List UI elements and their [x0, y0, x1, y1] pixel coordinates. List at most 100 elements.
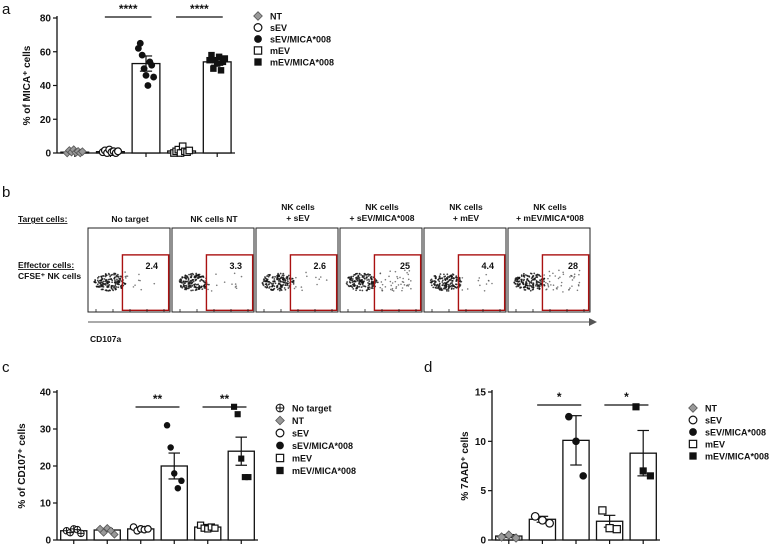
- legend-label: sEV: [292, 429, 309, 439]
- y-axis-label: % of MICA⁺ cells: [22, 45, 33, 125]
- flow-dot: [363, 275, 366, 277]
- flow-dot: [105, 284, 107, 286]
- flow-dot: [319, 276, 322, 278]
- open-circle-marker: [545, 518, 554, 528]
- flow-dot: [266, 275, 268, 277]
- flow-dot: [287, 274, 290, 277]
- data-point: [163, 422, 171, 429]
- flow-dot-cloud: [345, 269, 412, 292]
- flow-dot: [188, 280, 191, 283]
- flow-dot: [96, 277, 99, 279]
- flow-dot: [361, 289, 364, 292]
- flow-dot: [530, 285, 533, 288]
- flow-dot: [384, 286, 387, 288]
- flow-dot: [568, 288, 570, 291]
- flow-dot: [185, 284, 188, 287]
- flow-dot: [191, 281, 193, 284]
- flow-dot: [281, 278, 284, 281]
- flow-dot: [535, 279, 538, 282]
- flow-dot: [279, 272, 282, 275]
- filled-square-marker: [646, 472, 654, 480]
- data-point: [496, 532, 507, 542]
- flow-dot: [264, 280, 266, 283]
- flow-dot: [384, 278, 387, 281]
- flow-dot: [528, 280, 531, 283]
- flow-dot: [271, 276, 274, 279]
- open-square-marker: [605, 523, 614, 533]
- filled-circle-marker: [276, 441, 284, 450]
- diamond-marker: [253, 11, 263, 21]
- flow-dot-cloud: [178, 272, 243, 292]
- filled-square-marker: [221, 55, 229, 62]
- flow-dot: [396, 275, 398, 278]
- flow-dot: [272, 282, 275, 285]
- data-point: [212, 56, 219, 64]
- diamond-marker: [78, 147, 87, 157]
- flow-dot: [370, 282, 373, 285]
- flow-dot: [562, 273, 565, 276]
- flow-dot: [478, 277, 481, 279]
- open-circle-marker: [538, 515, 547, 525]
- panel-letter-b: b: [2, 184, 10, 201]
- flow-gate: [289, 254, 338, 312]
- flow-dot: [406, 271, 408, 274]
- filled-circle-marker: [689, 428, 697, 436]
- flow-dot: [265, 286, 268, 289]
- flow-dot: [351, 283, 354, 286]
- flow-dot: [410, 280, 412, 282]
- flow-dot: [102, 288, 104, 291]
- flow-dot: [488, 280, 490, 282]
- flow-dot: [550, 284, 552, 286]
- data-point: [174, 484, 182, 492]
- flow-dot: [442, 284, 444, 286]
- flow-dot: [359, 289, 361, 292]
- flow-dot: [560, 281, 563, 284]
- legend-label: NT: [705, 404, 717, 414]
- flow-dot: [306, 275, 308, 278]
- data-point: [632, 403, 640, 411]
- flow-dot: [278, 289, 281, 292]
- flow-dot: [518, 280, 521, 283]
- flow-dot: [104, 275, 107, 278]
- flow-dot: [282, 276, 285, 279]
- flow-dot: [519, 287, 522, 289]
- flow-dot: [191, 284, 194, 287]
- flow-header-label: NK cells NT: [190, 214, 238, 224]
- legend-marker: [275, 415, 285, 426]
- flow-dot: [520, 275, 523, 278]
- filled-square-marker: [254, 58, 262, 66]
- flow-dot: [517, 285, 519, 288]
- flow-dot: [380, 281, 383, 283]
- legend-label: mEV/MICA*008: [270, 58, 334, 68]
- flow-dot: [455, 278, 458, 281]
- flow-dot: [571, 285, 573, 287]
- flow-dot: [286, 278, 289, 281]
- flow-dot: [533, 277, 536, 280]
- flow-dot: [292, 281, 295, 284]
- flow-dot: [182, 280, 185, 283]
- flow-gate: [373, 254, 422, 312]
- flow-dot: [578, 273, 580, 276]
- flow-dot: [106, 281, 108, 284]
- flow-dot: [369, 274, 372, 276]
- flow-dot: [407, 273, 410, 276]
- flow-dot: [204, 287, 207, 289]
- flow-dot: [360, 281, 363, 284]
- y-tick-label: 20: [40, 115, 52, 126]
- flow-dot: [273, 285, 276, 288]
- flow-dot: [356, 279, 359, 282]
- flow-dot: [397, 284, 400, 286]
- data-point: [245, 474, 252, 481]
- data-point: [219, 58, 227, 66]
- flow-dot: [113, 273, 115, 276]
- filled-square-marker: [234, 411, 241, 418]
- flow-dot: [432, 286, 435, 289]
- flow-dot: [536, 287, 539, 290]
- flow-dot: [105, 280, 108, 283]
- filled-square-marker: [245, 474, 252, 481]
- y-tick-label: 80: [40, 14, 52, 25]
- flow-dot: [375, 279, 378, 282]
- data-point: [504, 530, 514, 540]
- filled-square-marker: [213, 60, 221, 67]
- flow-dot: [441, 281, 444, 283]
